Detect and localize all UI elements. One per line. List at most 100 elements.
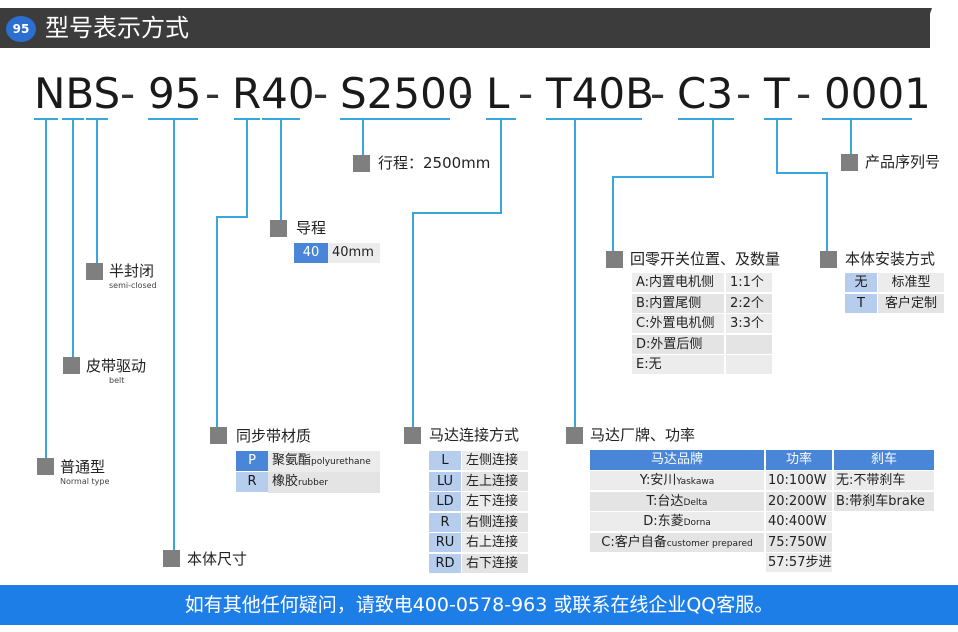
motor-brand-cell: C:客户自备customer prepared xyxy=(590,532,764,552)
page-number-badge: 95 xyxy=(6,16,36,42)
label-normal-type: 普通型 xyxy=(60,458,106,476)
code-segment-motor: T40B xyxy=(546,69,654,118)
label-sync-belt-material: 同步带材质 xyxy=(236,427,312,445)
leader-switch-v2 xyxy=(612,176,614,260)
code-segment-series: NBS xyxy=(34,69,121,118)
code-segment-switch: C3 xyxy=(677,69,734,118)
connection-key: L xyxy=(429,451,461,470)
leader-material-v2 xyxy=(216,216,218,434)
marker-square xyxy=(86,263,103,280)
header-bar xyxy=(0,8,930,48)
motor-brake-cell: 无:不带刹车 xyxy=(834,471,934,490)
leader-belt-drive xyxy=(72,118,74,368)
switch-position-cell: E:无 xyxy=(632,355,724,374)
code-separator: - xyxy=(458,69,474,118)
code-separator: - xyxy=(313,69,329,118)
leader-material-v1 xyxy=(246,118,248,218)
underline-stroke xyxy=(340,118,450,120)
leader-conn-v2 xyxy=(412,212,414,434)
code-separator: - xyxy=(120,69,136,118)
leader-serial xyxy=(850,118,852,164)
switch-count-cell xyxy=(726,355,772,374)
install-key: 无 xyxy=(845,273,877,292)
label-body-size: 本体尺寸 xyxy=(187,550,248,568)
code-segment-install: T xyxy=(764,69,790,118)
switch-position-cell: A:内置电机侧 xyxy=(632,273,724,292)
lead-key: 40 xyxy=(294,243,328,263)
code-separator: - xyxy=(650,69,666,118)
switch-position-cell: D:外置后侧 xyxy=(632,334,724,354)
marker-square xyxy=(270,220,287,237)
leader-lead xyxy=(280,118,282,224)
label-motor-connection: 马达连接方式 xyxy=(429,426,520,444)
motor-power-cell: 57:57步进 xyxy=(766,553,832,572)
connection-value: 左上连接 xyxy=(462,471,528,491)
marker-square xyxy=(606,251,623,268)
install-key: T xyxy=(845,293,877,313)
leader-normal-type xyxy=(45,118,47,469)
code-segment-size: 95 xyxy=(148,69,202,118)
underline-serial xyxy=(822,118,912,120)
label-normal-type-en: Normal type xyxy=(60,477,110,486)
marker-square xyxy=(353,155,370,172)
leader-switch-v1 xyxy=(712,118,714,178)
marker-square xyxy=(163,550,180,567)
motor-brand-cell: Y:安川Yaskawa xyxy=(590,471,764,490)
connection-value: 右侧连接 xyxy=(462,512,528,532)
marker-square xyxy=(63,357,80,374)
belt-material-key: R xyxy=(236,472,268,492)
switch-count-cell xyxy=(726,334,772,354)
leader-conn-v1 xyxy=(500,118,502,214)
leader-material-h xyxy=(216,216,248,218)
label-body-install: 本体安装方式 xyxy=(845,250,936,268)
code-separator: - xyxy=(796,69,812,118)
switch-count-cell: 1:1个 xyxy=(726,273,772,292)
leader-conn-h xyxy=(412,212,502,214)
label-semi-closed-en: semi-closed xyxy=(109,281,157,290)
belt-material-value: 聚氨酯polyurethane xyxy=(268,451,380,472)
code-segment-material: R40 xyxy=(232,69,315,118)
underline-switch xyxy=(678,118,734,120)
motor-power-cell: 20:200W xyxy=(766,491,832,511)
label-belt-drive: 皮带驱动 xyxy=(86,357,147,375)
underline-motor xyxy=(546,118,642,120)
connection-value: 左下连接 xyxy=(462,492,528,511)
switch-count-cell: 2:2个 xyxy=(726,293,772,313)
header-notch xyxy=(918,8,932,48)
install-value: 标准型 xyxy=(878,273,944,292)
install-value: 客户定制 xyxy=(878,293,944,313)
code-segment-stroke: S2500 xyxy=(340,69,474,118)
motor-brand-cell: D:东菱Dorna xyxy=(590,512,764,531)
marker-square xyxy=(566,427,583,444)
leader-install-v1 xyxy=(776,118,778,174)
leader-semi-closed xyxy=(96,118,98,274)
code-separator: - xyxy=(205,69,221,118)
code-separator: - xyxy=(518,69,534,118)
label-semi-closed: 半封闭 xyxy=(109,262,155,280)
label-home-switch: 回零开关位置、及数量 xyxy=(630,250,781,268)
switch-position-cell: C:外置电机侧 xyxy=(632,314,724,333)
underline-install xyxy=(764,118,792,120)
motor-table-header-brake: 刹车 xyxy=(834,450,934,470)
connection-key: RU xyxy=(429,533,461,552)
motor-power-cell: 75:750W xyxy=(766,532,832,552)
switch-count-cell: 3:3个 xyxy=(726,314,772,333)
motor-table-header-brand: 马达品牌 xyxy=(590,450,764,470)
motor-power-cell: 40:400W xyxy=(766,512,832,531)
label-lead: 导程 xyxy=(296,219,327,237)
leader-install-h xyxy=(776,172,828,174)
connection-value: 左侧连接 xyxy=(462,451,528,470)
connection-key: LU xyxy=(429,471,461,491)
page-title: 型号表示方式 xyxy=(45,14,189,42)
marker-square xyxy=(37,458,54,475)
label-serial-no: 产品序列号 xyxy=(865,153,941,171)
motor-brand-cell: T:台达Delta xyxy=(590,491,764,511)
connection-value: 右下连接 xyxy=(462,553,528,573)
motor-brake-cell: B:带刹车brake xyxy=(834,491,934,511)
code-segment-connection: L xyxy=(486,69,510,118)
leader-motor xyxy=(574,118,576,434)
contact-footer: 如有其他任何疑问，请致电400-0578-963 或联系在线企业QQ客服。 xyxy=(0,585,958,625)
connection-key: LD xyxy=(429,492,461,511)
belt-material-key: P xyxy=(236,451,268,471)
code-separator: - xyxy=(736,69,752,118)
